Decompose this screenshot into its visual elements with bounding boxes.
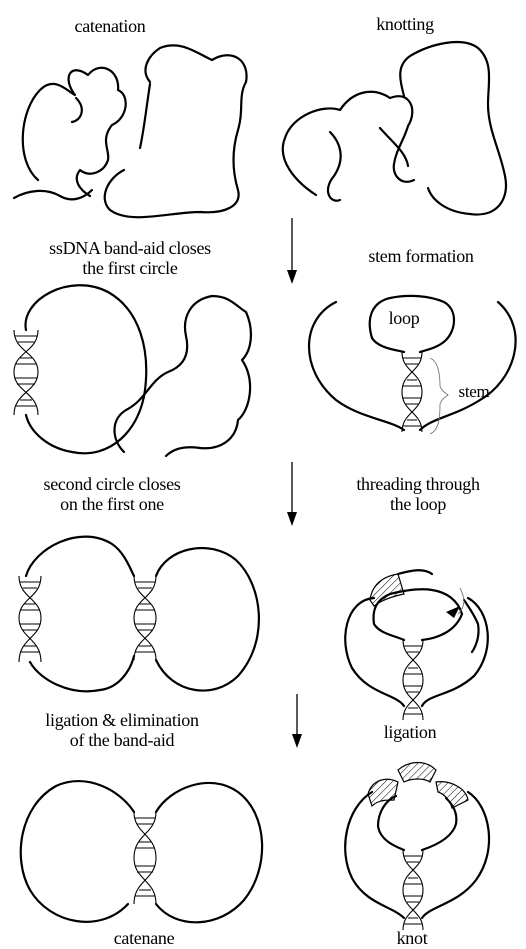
step2-right-caption: threading through the loop	[318, 474, 518, 514]
step1-down-arrow-icon	[287, 218, 297, 284]
catenane-structure	[21, 781, 262, 922]
step3-right-caption: ligation	[350, 722, 470, 742]
band-aid-helix-1-icon	[14, 330, 38, 415]
knot-structure	[345, 763, 489, 919]
band-aid-helix-2-icon	[19, 576, 41, 662]
knotting-start-strand	[283, 42, 506, 214]
step2-down-arrow-icon	[287, 462, 297, 526]
threading-helix-icon	[403, 640, 423, 720]
catenane-helix-icon	[134, 812, 156, 904]
stem-helix-icon	[402, 352, 422, 432]
knot-result-label: knot	[372, 928, 452, 948]
step1-left-caption: ssDNA band-aid closes the first circle	[10, 238, 250, 278]
knotting-title: knotting	[330, 14, 480, 34]
knot-helix-icon	[403, 850, 423, 930]
step1-right-caption: stem formation	[336, 246, 506, 266]
step3-down-arrow-icon	[292, 694, 302, 748]
two-circles-with-band-aids	[26, 537, 259, 692]
catenation-start-strands	[14, 45, 247, 217]
step3-left-caption: ligation & elimination of the band-aid	[0, 710, 244, 750]
band-aid-helix-3-icon	[134, 576, 156, 660]
first-circle-with-band-aid	[26, 285, 147, 453]
helix-rungs	[15, 336, 37, 406]
catenation-title: catenation	[40, 16, 180, 36]
step2-left-caption: second circle closes on the first one	[0, 474, 224, 514]
stem-label: stem	[446, 382, 502, 402]
loop-label: loop	[380, 308, 428, 328]
catenane-result-label: catenane	[84, 928, 204, 948]
